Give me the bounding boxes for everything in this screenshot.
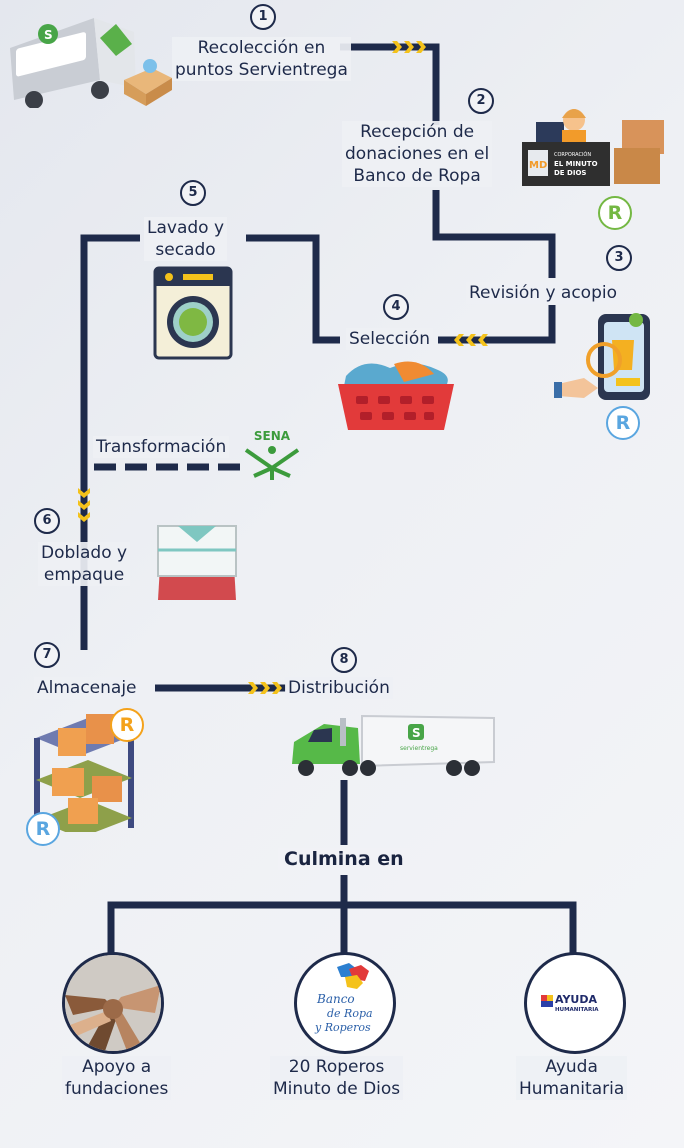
- step-1-label-line1: Recolección en: [197, 38, 326, 58]
- outcome-label-fundaciones: Apoyo a fundaciones: [62, 1056, 172, 1100]
- outcome-1-line2: Minuto de Dios: [273, 1079, 401, 1099]
- step-2-label-line1: Recepción de: [360, 122, 475, 142]
- outcome-circle-roperos: Banco de Ropa y Roperos: [294, 952, 396, 1054]
- truck-s-glyph: S: [44, 28, 53, 42]
- step-7-number: 7: [34, 642, 60, 668]
- step-6-number: 6: [34, 508, 60, 534]
- step-6-label-line1: Doblado y: [41, 543, 128, 563]
- md-line1: CORPORACIÓN: [554, 151, 591, 158]
- md-line2: EL MINUTO: [554, 160, 598, 168]
- step-4-label: Selección: [346, 328, 434, 350]
- reception-desk-icon: MD CORPORACIÓN EL MINUTO DE DIOS: [522, 109, 664, 186]
- delivery-truck-icon: servientrega S: [10, 18, 172, 108]
- r-badge-blue-1: R: [606, 406, 640, 440]
- storage-shelf-icon: [34, 714, 134, 832]
- banco-de-ropa-logo: Banco de Ropa y Roperos: [314, 963, 373, 1034]
- step-6-label-line2: empaque: [43, 565, 125, 585]
- step-7-label: Almacenaje: [34, 677, 140, 699]
- outcome-0-line1: Apoyo a: [82, 1057, 152, 1077]
- step-4-number: 4: [383, 294, 409, 320]
- step-1-label-line2: puntos Servientrega: [175, 60, 348, 80]
- outcome-circle-ayuda: AYUDA HUMANITARIA: [524, 952, 626, 1054]
- step-5-label-line1: Lavado y: [147, 218, 225, 238]
- step-8-number: 8: [331, 647, 357, 673]
- md-line3: DE DIOS: [554, 169, 586, 177]
- outcome-2-line2: Humanitaria: [519, 1079, 625, 1099]
- outcome-1-line1: 20 Roperos: [288, 1057, 385, 1077]
- step-5-label-line2: secado: [155, 240, 216, 260]
- folded-clothes-icon: [157, 525, 237, 600]
- outcome-label-roperos: 20 Roperos Minuto de Dios: [270, 1056, 404, 1100]
- ayuda-logo-line1: AYUDA: [555, 993, 597, 1006]
- transformation-label: Transformación: [93, 436, 230, 458]
- ayuda-logo-line2: HUMANITARIA: [555, 1007, 599, 1013]
- outcome-label-ayuda: Ayuda Humanitaria: [516, 1056, 628, 1100]
- banco-logo-line1: Banco: [316, 992, 355, 1006]
- laundry-basket-icon: [338, 361, 454, 430]
- step-2-number: 2: [468, 88, 494, 114]
- outcome-circle-fundaciones: [62, 952, 164, 1054]
- semi-brand-text: servientrega: [400, 745, 438, 752]
- step-6-label: Doblado y empaque: [38, 542, 131, 586]
- ayuda-humanitaria-logo: AYUDA HUMANITARIA: [541, 993, 599, 1013]
- r-badge-orange: R: [110, 708, 144, 742]
- banco-logo-line3: y Roperos: [314, 1021, 371, 1034]
- sena-logo-text: SENA: [254, 429, 291, 443]
- md-abbr: MD: [529, 160, 547, 171]
- semi-s-glyph: S: [412, 726, 421, 740]
- step-1-label: Recolección en puntos Servientrega: [172, 37, 351, 81]
- step-2-label: Recepción de donaciones en el Banco de R…: [342, 121, 493, 187]
- step-3-label: Revisión y acopio: [466, 282, 620, 304]
- step-5-number: 5: [180, 180, 206, 206]
- step-3-number: 3: [606, 245, 632, 271]
- washing-machine-icon: [153, 266, 233, 360]
- culmina-heading: Culmina en: [278, 848, 410, 870]
- step-1-number: 1: [250, 4, 276, 30]
- r-badge-green: R: [598, 196, 632, 230]
- hands-together-icon: [65, 955, 161, 1051]
- review-phone-icon: [554, 313, 650, 400]
- semi-truck-icon: S servientrega: [292, 714, 495, 776]
- outcome-2-line1: Ayuda: [545, 1057, 598, 1077]
- outcome-0-line2: fundaciones: [65, 1079, 169, 1099]
- r-badge-blue-2: R: [26, 812, 60, 846]
- banco-logo-line2: de Ropa: [327, 1007, 373, 1020]
- step-2-label-line2: donaciones en el: [345, 144, 490, 164]
- step-8-label: Distribución: [285, 677, 393, 699]
- step-2-label-line3: Banco de Ropa: [353, 166, 481, 186]
- sena-logo-icon: SENA: [244, 429, 300, 480]
- step-5-label: Lavado y secado: [144, 217, 228, 261]
